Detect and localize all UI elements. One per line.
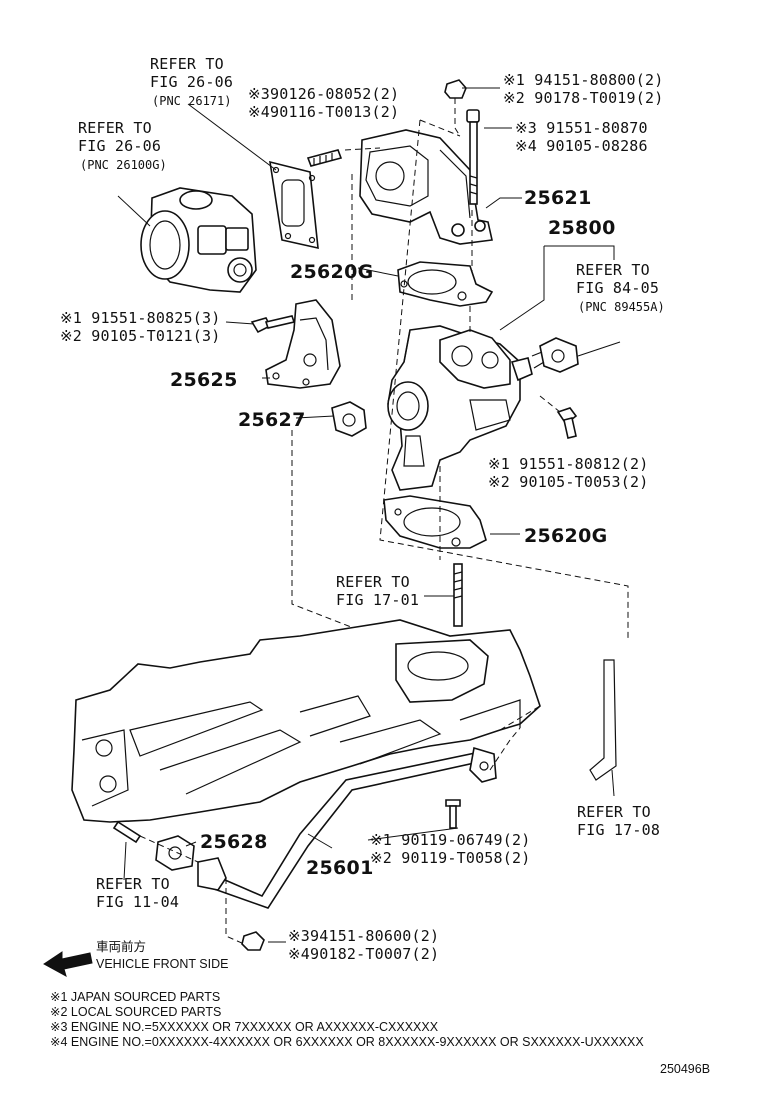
part-25601: 25601 [306,857,374,879]
ref-gasket-pnc: (PNC 26171) [152,94,232,108]
ref-gasket-line2: FIG 26-06 [150,73,234,91]
gasket-25628 [155,835,195,871]
egr-valve-25800 [387,325,533,491]
part-25628: 25628 [200,831,268,853]
part-25620g-top: 25620G [290,261,374,283]
ref-sensor-line2: FIG 84-05 [576,279,660,297]
ref-1104-line1: REFER TO [96,875,170,893]
stud-middle [453,563,463,627]
gasket-25620g-bottom [383,495,487,549]
nut-upper-pn-2: ※2 90178-T0019(2) [503,89,664,107]
ref-sensor-pnc: (PNC 89455A) [578,300,665,314]
stud-upper-pn-4: ※490116-T0013(2) [248,103,400,121]
bolt-pipe-pn-2: ※2 90119-T0058(2) [370,849,531,867]
ref-sensor-line1: REFER TO [576,261,650,279]
ref-throttle-line1: REFER TO [78,119,152,137]
egr-pipe-25601 [197,746,497,909]
stud-upper-pn-3: ※390126-08052(2) [248,85,400,103]
note-2: ※2 LOCAL SOURCED PARTS [50,1005,222,1019]
upper-dash-lines [344,98,473,300]
bolt-left [250,315,296,334]
nut-lower-pn-4: ※490182-T0007(2) [288,945,440,963]
note-1: ※1 JAPAN SOURCED PARTS [50,990,221,1004]
ref-1708-line1: REFER TO [577,803,651,821]
stud-lower-left [112,820,142,844]
bolt-right [556,407,578,439]
bracket-25625 [265,299,341,389]
ref-throttle-pnc: (PNC 26100G) [80,158,167,172]
bolt-upper [466,109,480,205]
note-4: ※4 ENGINE NO.=0XXXXXX-4XXXXXX OR 6XXXXXX… [50,1035,644,1049]
ref-1104-line2: FIG 11-04 [96,893,180,911]
stud-upper [306,149,343,167]
egr-adaptor-upper [359,129,493,245]
ref-throttle-line2: FIG 26-06 [78,137,162,155]
bolt-left-pn-2: ※2 90105-T0121(3) [60,327,221,345]
nut-lower-pn-3: ※394151-80600(2) [288,927,440,945]
direction-en: VEHICLE FRONT SIDE [96,957,229,971]
sensor-89455a [531,337,579,373]
part-25800: 25800 [548,217,616,239]
direction-jp: 車両前方 [96,940,147,954]
ref-1708-line2: FIG 17-08 [577,821,661,839]
gasket-25627 [331,401,367,437]
hose-17-08 [499,659,617,781]
nut-upper [444,79,467,99]
note-3: ※3 ENGINE NO.=5XXXXXX OR 7XXXXXX OR AXXX… [50,1020,439,1034]
nut-lower [241,931,265,951]
lower-dash-lines [139,727,521,945]
bolt-right-pn-1: ※1 91551-80812(2) [488,455,649,473]
leader-lines [117,87,621,943]
gasket-25620g-top [397,261,494,307]
bolt-pipe-pn-1: ※1 90119-06749(2) [370,831,531,849]
part-25621: 25621 [524,187,592,209]
part-25620g-bottom: 25620G [524,525,608,547]
throttle-gasket [269,160,319,250]
bolt-upper-pn-4: ※4 90105-08286 [515,137,648,155]
ref-1701-line2: FIG 17-01 [336,591,420,609]
part-25625: 25625 [170,369,238,391]
bolt-right-pn-2: ※2 90105-T0053(2) [488,473,649,491]
ref-1701-line1: REFER TO [336,573,410,591]
bolt-pipe [445,799,461,829]
bolt-left-pn-1: ※1 91551-80825(3) [60,309,221,327]
ref-gasket-line1: REFER TO [150,55,224,73]
diagram-id: 250496B [660,1062,711,1076]
vehicle-front-arrow-icon [43,951,93,978]
nut-upper-pn-1: ※1 94151-80800(2) [503,71,664,89]
bolt-upper-pn-3: ※3 91551-80870 [515,119,648,137]
throttle-body [140,187,257,293]
part-25627: 25627 [238,409,306,431]
intake-manifold [71,619,541,823]
